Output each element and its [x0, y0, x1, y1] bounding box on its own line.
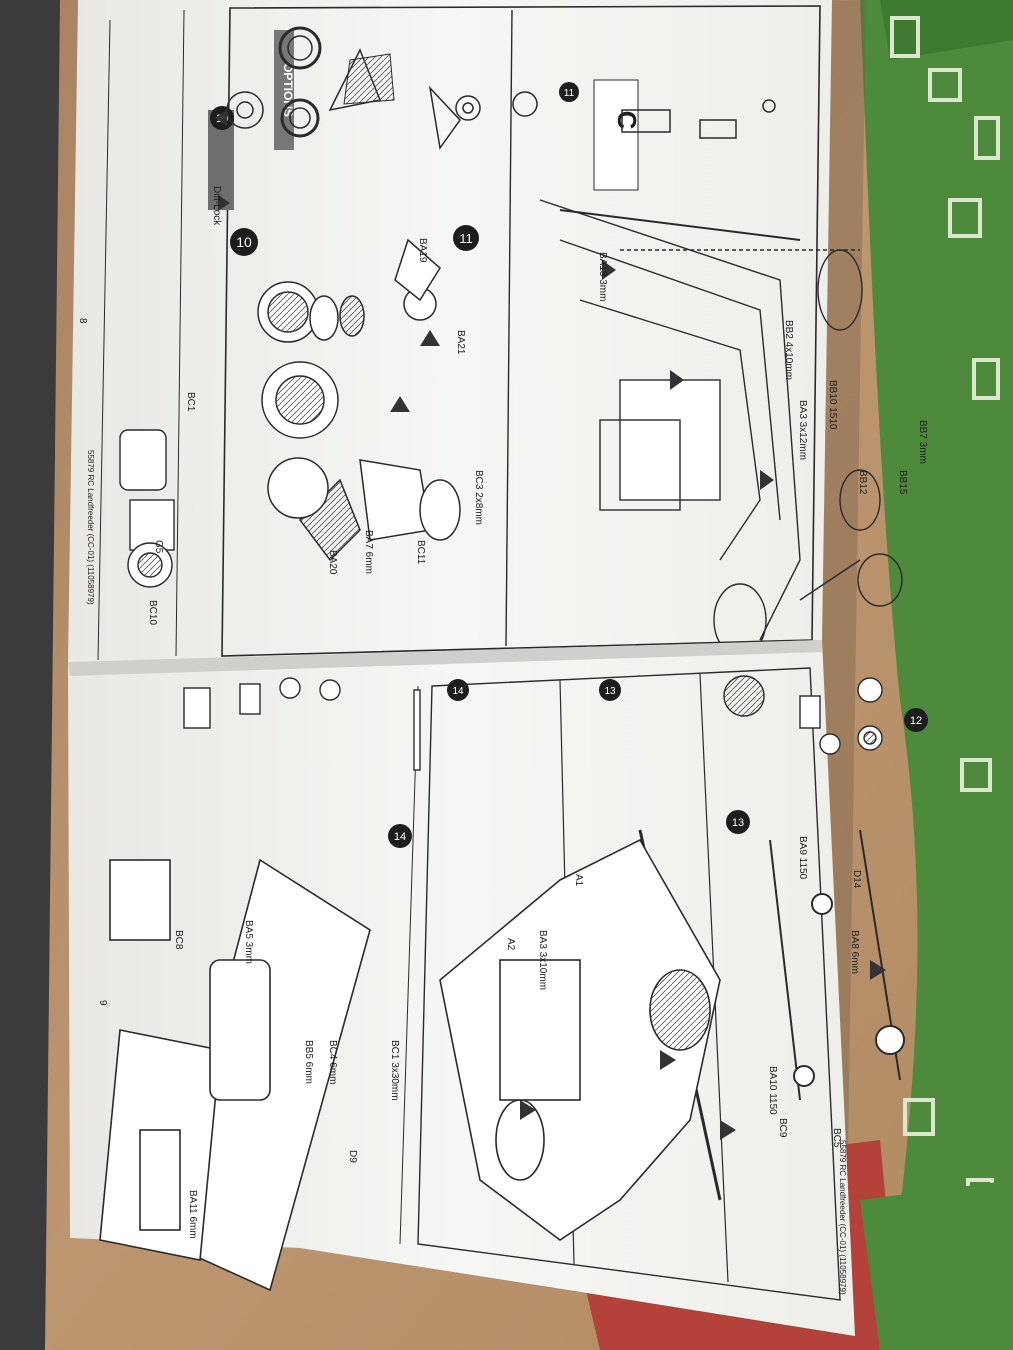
- callout-bb2: BB2 4x10mm: [783, 320, 794, 380]
- step-11-number: 11: [564, 88, 575, 99]
- diff-exploded-view: [257, 238, 461, 562]
- right-page-number: 9: [97, 1000, 108, 1006]
- callout-ba9: BA9 1150: [797, 836, 808, 880]
- svg-text:C: C: [612, 111, 642, 130]
- step-11-big-number: 11: [459, 231, 473, 246]
- rear-shafts-diagram: [769, 829, 905, 1101]
- callout-diff-lock: Diff-Lock: [211, 186, 222, 226]
- fabric-edge: [0, 0, 60, 1350]
- right-page: 12 13 14 13 14: [68, 640, 928, 1336]
- callout-bb12: BB12: [857, 470, 868, 495]
- callout-ba10: BA10 1150: [767, 1066, 778, 1115]
- svg-text:14: 14: [452, 686, 464, 697]
- callout-bc1: BC1: [185, 392, 196, 412]
- callout-bc3: BC3 2x8mm: [473, 470, 484, 525]
- callout-ba5: BA5 3mm: [243, 920, 254, 964]
- step-14-header: 14: [447, 679, 469, 701]
- callout-a2: A2: [505, 938, 516, 951]
- callout-bb10: BB10 1510: [827, 380, 838, 430]
- section-c-badge: C: [593, 79, 642, 191]
- callout-bb7: BB7 3mm: [917, 420, 928, 464]
- step-13-header: 13: [599, 679, 621, 701]
- callout-bc8: BC8: [173, 930, 184, 950]
- callout-d14: D14: [851, 870, 862, 889]
- green-sticker: [860, 0, 1013, 1350]
- front-axle-diagram: [539, 199, 903, 657]
- green-sticker-lower: [860, 1180, 1013, 1350]
- callout-ba8: BA8 6mm: [849, 930, 860, 974]
- left-page: 10 10 11 11 C OPTIONS: [68, 0, 928, 662]
- options-banner: OPTIONS: [274, 30, 295, 150]
- callout-bc1: BC1 3x30mm: [389, 1040, 400, 1101]
- callout-bc4: BC4 6mm: [327, 1040, 338, 1084]
- left-page-footer: 55879 RC Landfreeder (CC-01) (11058979): [86, 450, 95, 605]
- callout-ba19: BA19: [417, 238, 428, 263]
- callout-g5: G5: [153, 540, 164, 554]
- callout-ba21: BA21: [455, 330, 466, 355]
- callout-bb15: BB15: [897, 470, 908, 495]
- callout-ba13: BA13 3mm: [597, 252, 608, 301]
- left-page-number: 8: [77, 318, 88, 324]
- step-13-big-number: 13: [732, 817, 744, 829]
- step-14-big-number: 14: [394, 831, 406, 843]
- callout-bc11: BC11: [415, 540, 426, 565]
- step-10-big-number: 10: [236, 234, 252, 250]
- rear-axle-housing-diagram: [439, 829, 722, 1241]
- callout-ba20: BA20: [327, 550, 338, 575]
- callout-ba3: BA3 3x12mm: [797, 400, 808, 460]
- svg-text:13: 13: [604, 686, 616, 697]
- callout-bb5: BB5 6mm: [303, 1040, 314, 1084]
- svg-text:12: 12: [910, 715, 922, 727]
- callout-a1: A1: [573, 874, 584, 887]
- rear-arms-diagram: [99, 858, 371, 1292]
- right-page-footer: 55879 RC Landfreeder (CC-01) (11058979): [838, 1140, 847, 1295]
- callout-bc10: BC10: [147, 600, 158, 625]
- step-12-header: 12: [904, 708, 928, 732]
- callout-bc5: BC5: [831, 1128, 842, 1148]
- callout-ba3: BA3 3x10mm: [537, 930, 548, 990]
- callout-d9: D9: [347, 1150, 358, 1163]
- callout-bc9: BC9: [777, 1118, 788, 1138]
- callout-ba7: BA7 6mm: [363, 530, 374, 574]
- callout-ba11: BA11 6mm: [187, 1190, 198, 1239]
